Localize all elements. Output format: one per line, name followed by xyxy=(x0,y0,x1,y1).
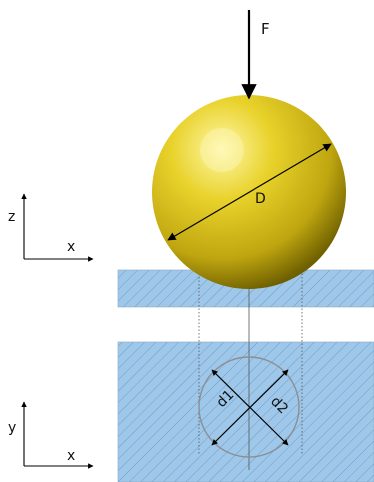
diameter-arrow-icon xyxy=(167,143,332,241)
force-label: F xyxy=(261,20,270,38)
top-view-axes: y x xyxy=(8,401,94,469)
side-view-axes: z x xyxy=(8,193,94,262)
indentation-outline xyxy=(198,356,300,458)
z-axis-label: z xyxy=(8,209,15,225)
diameter-label: D xyxy=(255,191,266,207)
indenter-ball-shine xyxy=(200,128,244,172)
y-axis-label: y xyxy=(8,420,16,436)
x-axis-label-top: x xyxy=(67,448,75,464)
d2-arrow-icon xyxy=(211,369,289,446)
x-axis-label-side: x xyxy=(67,239,75,255)
projection-lines xyxy=(198,270,303,455)
